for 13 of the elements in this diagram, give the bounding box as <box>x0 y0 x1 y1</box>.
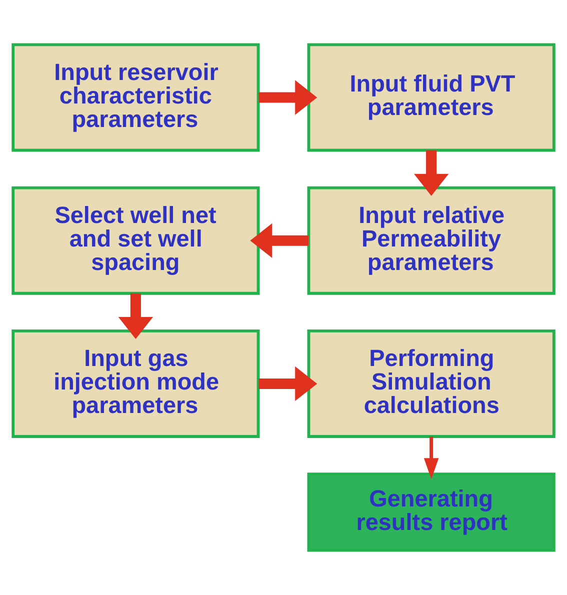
node-box: Select well net and set well spacing <box>12 186 260 295</box>
arrow <box>118 293 154 339</box>
arrow <box>424 436 439 480</box>
arrow <box>414 150 449 196</box>
arrow <box>258 80 318 115</box>
arrow <box>258 366 318 402</box>
node-box: Input fluid PVT parameters <box>307 43 556 152</box>
node-box: Input reservoir characteristic parameters <box>12 43 260 152</box>
arrow <box>250 223 309 258</box>
node-box: Performing Simulation calculations <box>307 329 556 438</box>
node-box: Input gas injection mode parameters <box>12 329 260 438</box>
node-box: Input relative Permeability parameters <box>307 186 556 295</box>
node-box: Generating results report <box>307 472 556 552</box>
